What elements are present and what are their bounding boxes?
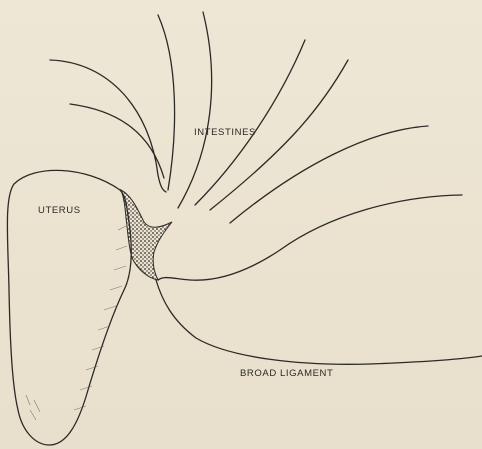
broad-ligament-label: BROAD LIGAMENT — [240, 368, 333, 379]
adhesion-mass — [121, 190, 172, 280]
intestine-loop-3 — [158, 15, 175, 190]
uterus-label: UTERUS — [38, 205, 81, 216]
intestines-label: INTESTINES — [194, 127, 256, 138]
intestine-loop-7 — [230, 126, 428, 223]
intestine-loop-4 — [178, 12, 212, 208]
intestine-loop-1 — [50, 60, 166, 192]
intestine-loop-8 — [158, 195, 462, 280]
uterus-hatching — [26, 226, 127, 420]
broad-ligament-line — [156, 280, 482, 364]
